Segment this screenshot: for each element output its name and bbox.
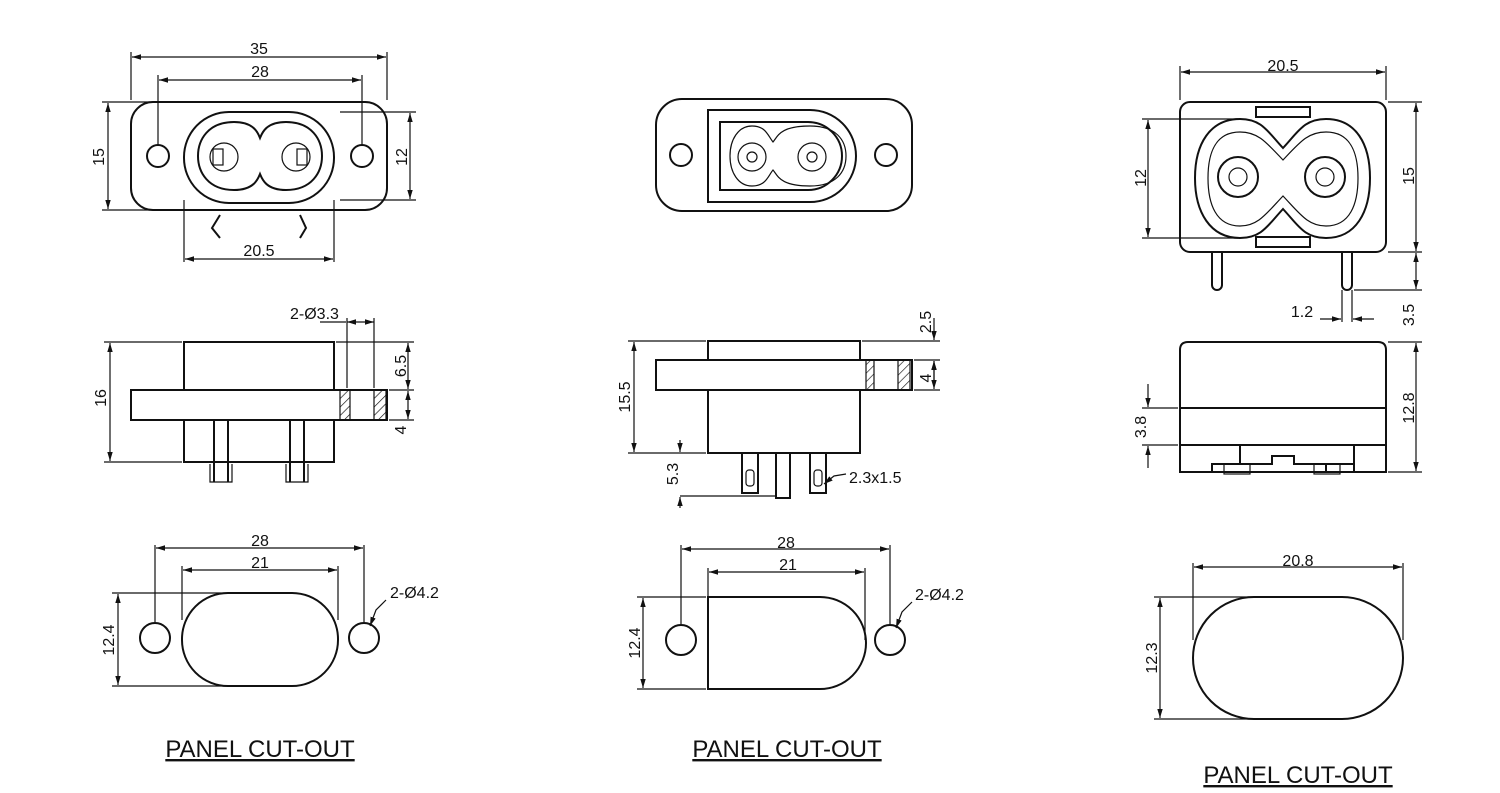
dim-flange: 4 — [393, 425, 410, 434]
dim-flange-top: 6.5 — [393, 355, 410, 377]
dim-cutout-hole-note: 2-Ø4.2 — [390, 585, 439, 602]
dim-flange: 4 — [918, 373, 935, 382]
view1-front — [130, 101, 388, 239]
dim-lower: 3.8 — [1133, 416, 1150, 438]
dim-socket-height: 12 — [394, 148, 411, 166]
dim-cutout-hole-spacing: 28 — [777, 535, 795, 552]
dim-pin-length: 3.5 — [1401, 304, 1418, 326]
dim-width: 20.5 — [1267, 58, 1298, 75]
dim-bottom-width: 20.5 — [243, 243, 274, 260]
view1-cutout-dims: 28 21 2-Ø4.2 12.4 PANEL CUT-OUT — [101, 533, 439, 763]
dim-hole-spacing: 28 — [251, 64, 269, 81]
view2-side — [655, 340, 913, 499]
view2-front — [655, 98, 913, 212]
dim-pin-length: 5.3 — [665, 463, 682, 485]
view3-front-dims: 20.5 12 15 3.5 1.2 — [1133, 58, 1422, 326]
view2-cutout — [665, 596, 906, 690]
dim-hole-note: 2-Ø3.3 — [290, 306, 339, 323]
view2-side-dims: 2.5 4 15.5 5.3 2.3x1.5 — [617, 311, 940, 508]
view3-side-dims: 12.8 3.8 — [1133, 341, 1422, 473]
dim-top: 2.5 — [918, 311, 935, 333]
view3-front — [1179, 101, 1387, 291]
dim-cutout-height: 12.4 — [627, 627, 644, 658]
view2-cutout-dims: 28 21 2-Ø4.2 12.4 PANEL CUT-OUT — [627, 535, 964, 763]
caption-panel-cut-out: PANEL CUT-OUT — [692, 736, 882, 763]
view1-cutout — [139, 592, 380, 687]
view1-front-dims: 35 28 15 12 20.5 — [91, 41, 416, 262]
dim-cutout-hole-note: 2-Ø4.2 — [915, 587, 964, 604]
view1-side-dims: 2-Ø3.3 6.5 16 4 — [93, 306, 414, 463]
dim-pin-size: 2.3x1.5 — [849, 470, 902, 487]
dim-cutout-slot-width: 21 — [251, 555, 269, 572]
dim-cutout-height: 12.3 — [1144, 642, 1161, 673]
dim-height: 15 — [91, 148, 108, 166]
view3-side — [1179, 341, 1387, 475]
dim-side-height: 15.5 — [617, 381, 634, 412]
dim-cutout-hole-spacing: 28 — [251, 533, 269, 550]
view3-cutout — [1192, 596, 1404, 720]
caption-panel-cut-out: PANEL CUT-OUT — [1203, 762, 1393, 789]
dim-cutout-slot-width: 21 — [779, 557, 797, 574]
dim-cutout-width: 20.8 — [1282, 553, 1313, 570]
dim-pin-width: 1.2 — [1291, 304, 1313, 321]
dim-side-height: 12.8 — [1401, 392, 1418, 423]
dim-cutout-height: 12.4 — [101, 624, 118, 655]
dim-height: 15 — [1401, 167, 1418, 185]
view1-side — [130, 341, 388, 483]
dim-side-height: 16 — [93, 389, 110, 407]
view3-cutout-dims: 20.8 12.3 PANEL CUT-OUT — [1144, 553, 1404, 789]
caption-panel-cut-out: PANEL CUT-OUT — [165, 736, 355, 763]
dim-overall-width: 35 — [250, 41, 268, 58]
dim-socket-height: 12 — [1133, 169, 1150, 187]
